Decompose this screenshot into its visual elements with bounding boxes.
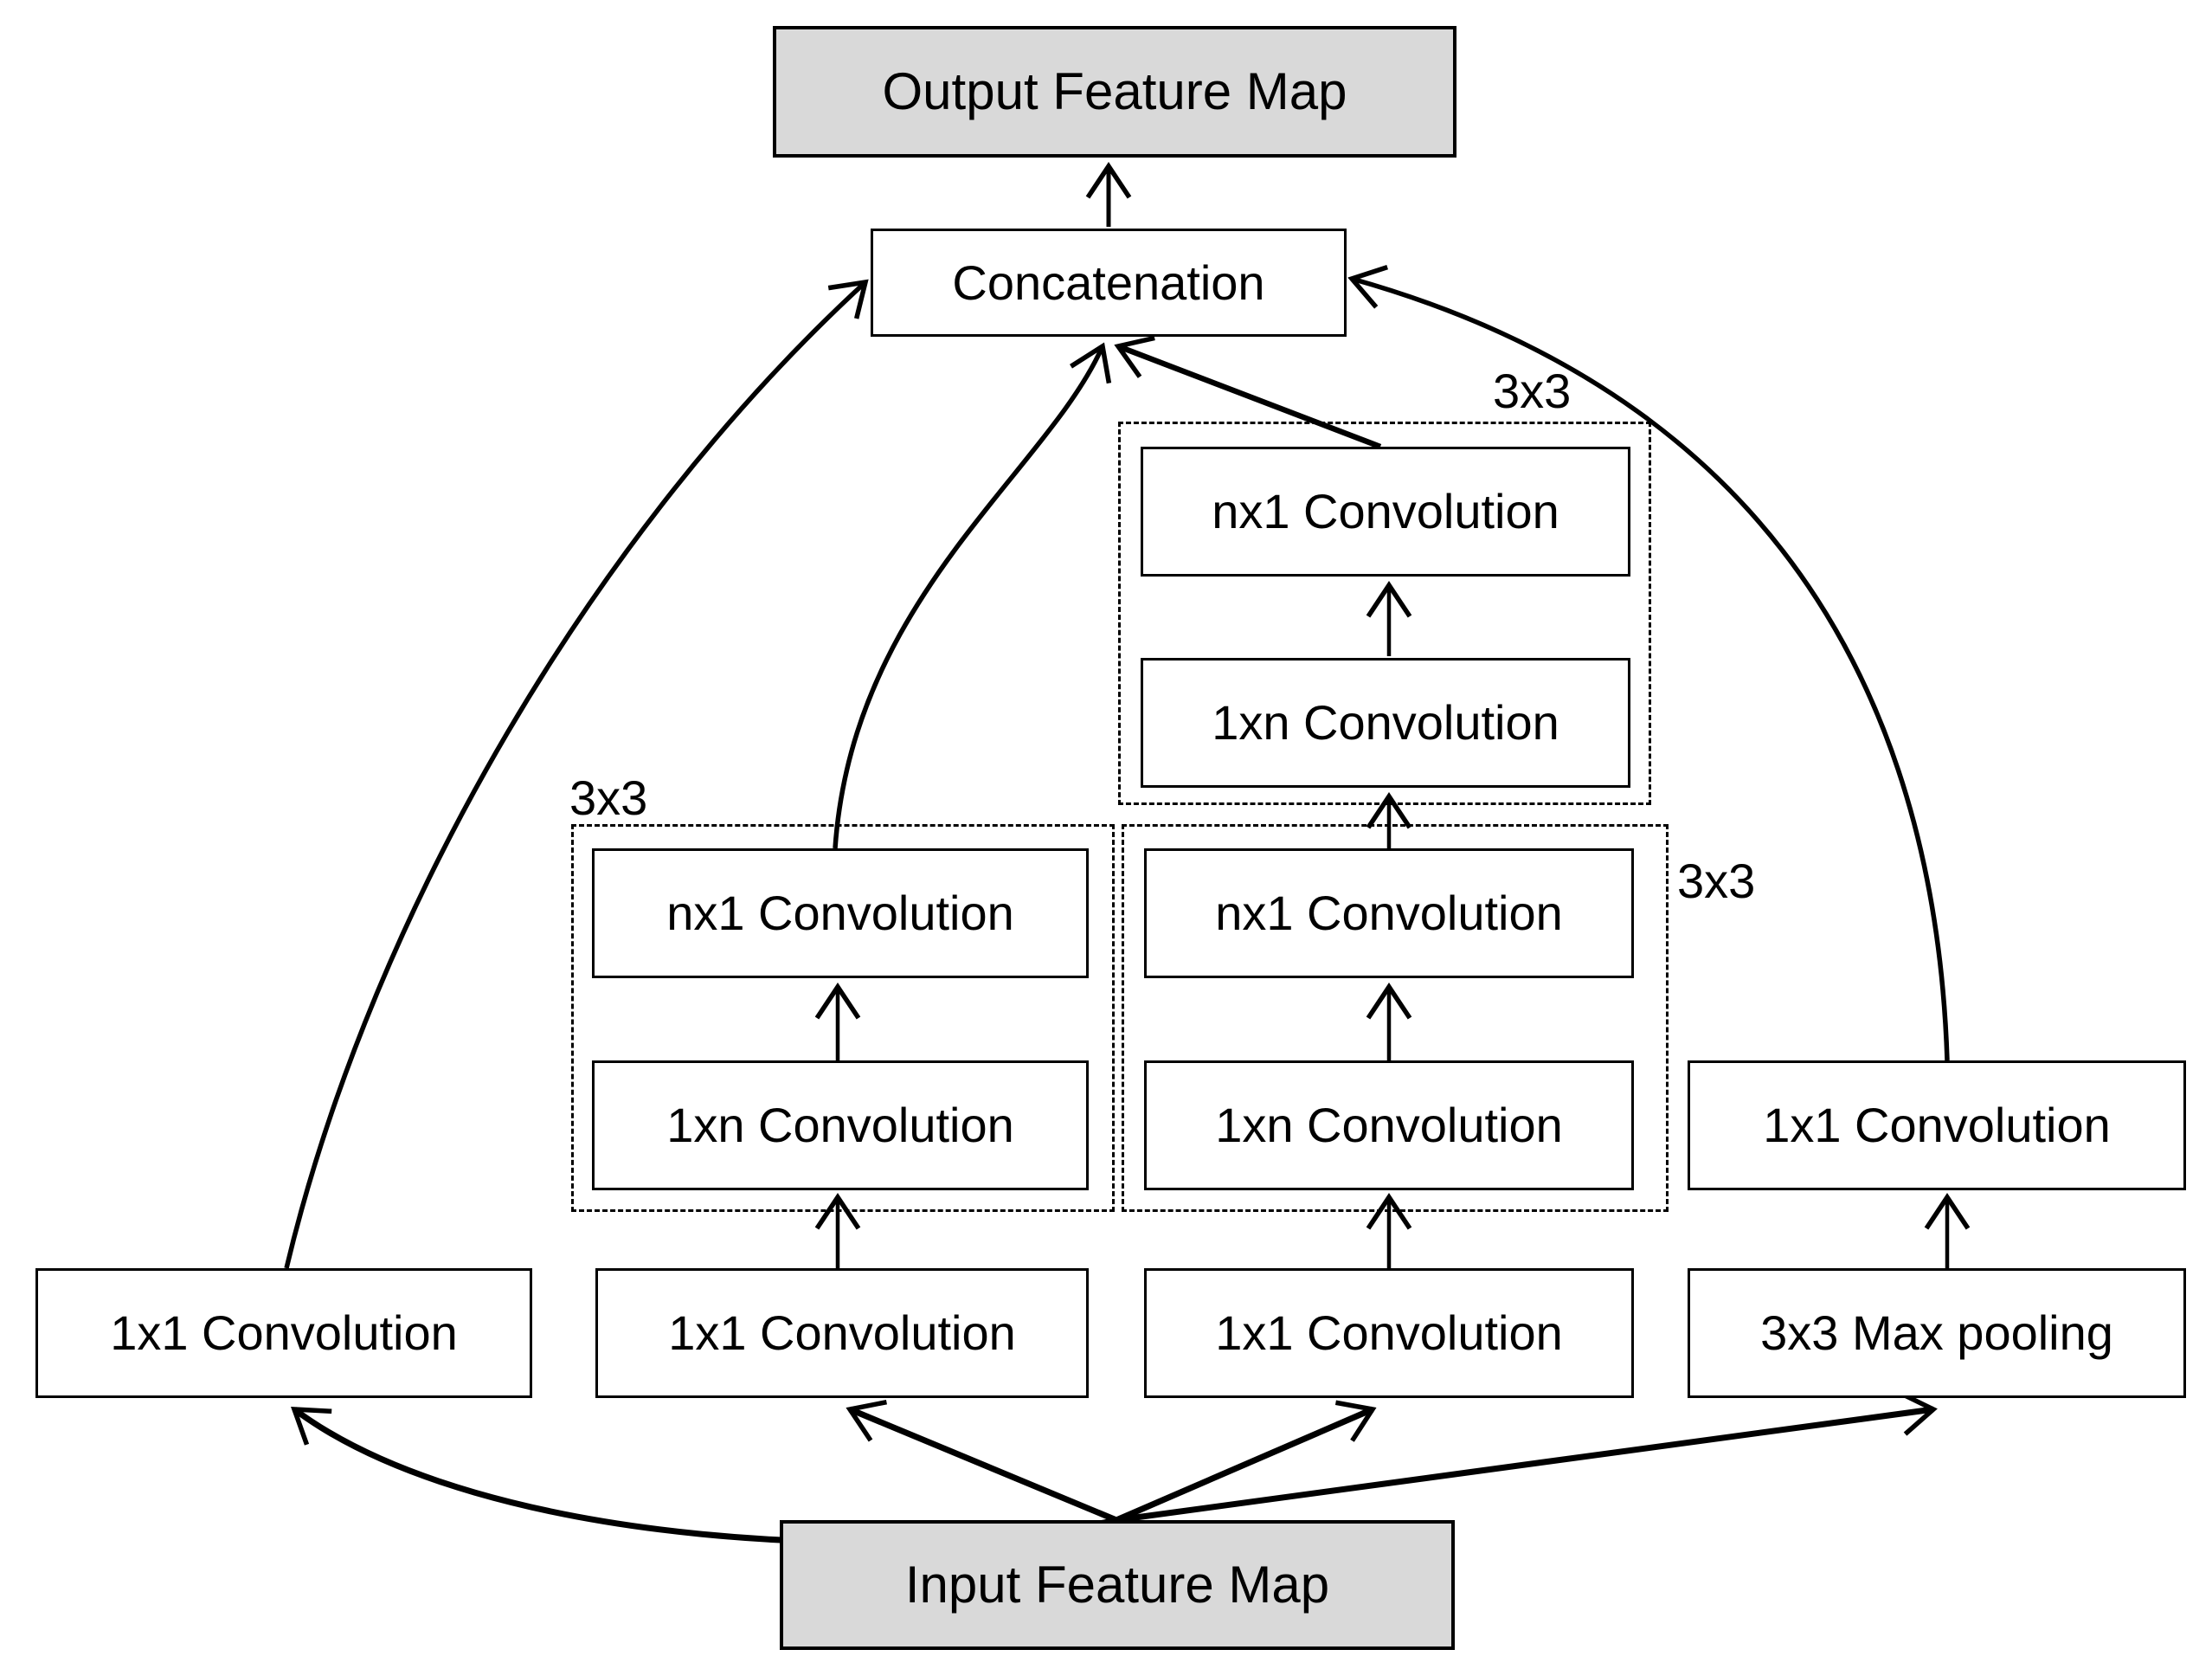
branch-c-1x1-node: 1x1 Convolution [1144, 1268, 1634, 1398]
branch-a-1x1-node: 1x1 Convolution [35, 1268, 532, 1398]
arrow-branch-b-to-concat [833, 342, 1112, 849]
branch-c-upper-nx1-node: nx1 Convolution [1141, 447, 1630, 577]
branch-d-1x1-node: 1x1 Convolution [1688, 1060, 2186, 1190]
concatenation-node: Concatenation [871, 229, 1347, 337]
branch-c-upper-1xn-node: 1xn Convolution [1141, 658, 1630, 788]
branch-b-1x1-node: 1x1 Convolution [595, 1268, 1089, 1398]
branch-d-maxpool-node: 3x3 Max pooling [1688, 1268, 2186, 1398]
group-label-3x3-left: 3x3 [569, 770, 648, 825]
branch-b-nx1-node: nx1 Convolution [592, 848, 1089, 978]
branch-b-1xn-node: 1xn Convolution [592, 1060, 1089, 1190]
arrow-branch-c-to-concat [1114, 335, 1382, 450]
output-feature-map-node: Output Feature Map [773, 26, 1456, 158]
branch-c-lower-nx1-node: nx1 Convolution [1144, 848, 1634, 978]
input-feature-map-node: Input Feature Map [780, 1520, 1455, 1650]
arrow-input-to-branch-d [1116, 1390, 1938, 1524]
arrow-input-to-branch-b [846, 1399, 1118, 1524]
group-label-3x3-top: 3x3 [1493, 364, 1572, 418]
branch-c-lower-1xn-node: 1xn Convolution [1144, 1060, 1634, 1190]
arrow-input-to-branch-c [1115, 1400, 1377, 1524]
group-label-3x3-right: 3x3 [1677, 854, 1756, 908]
arrow-branch-a-to-concat [284, 279, 869, 1269]
arrow-branch-d-to-concat [1347, 265, 1950, 1061]
